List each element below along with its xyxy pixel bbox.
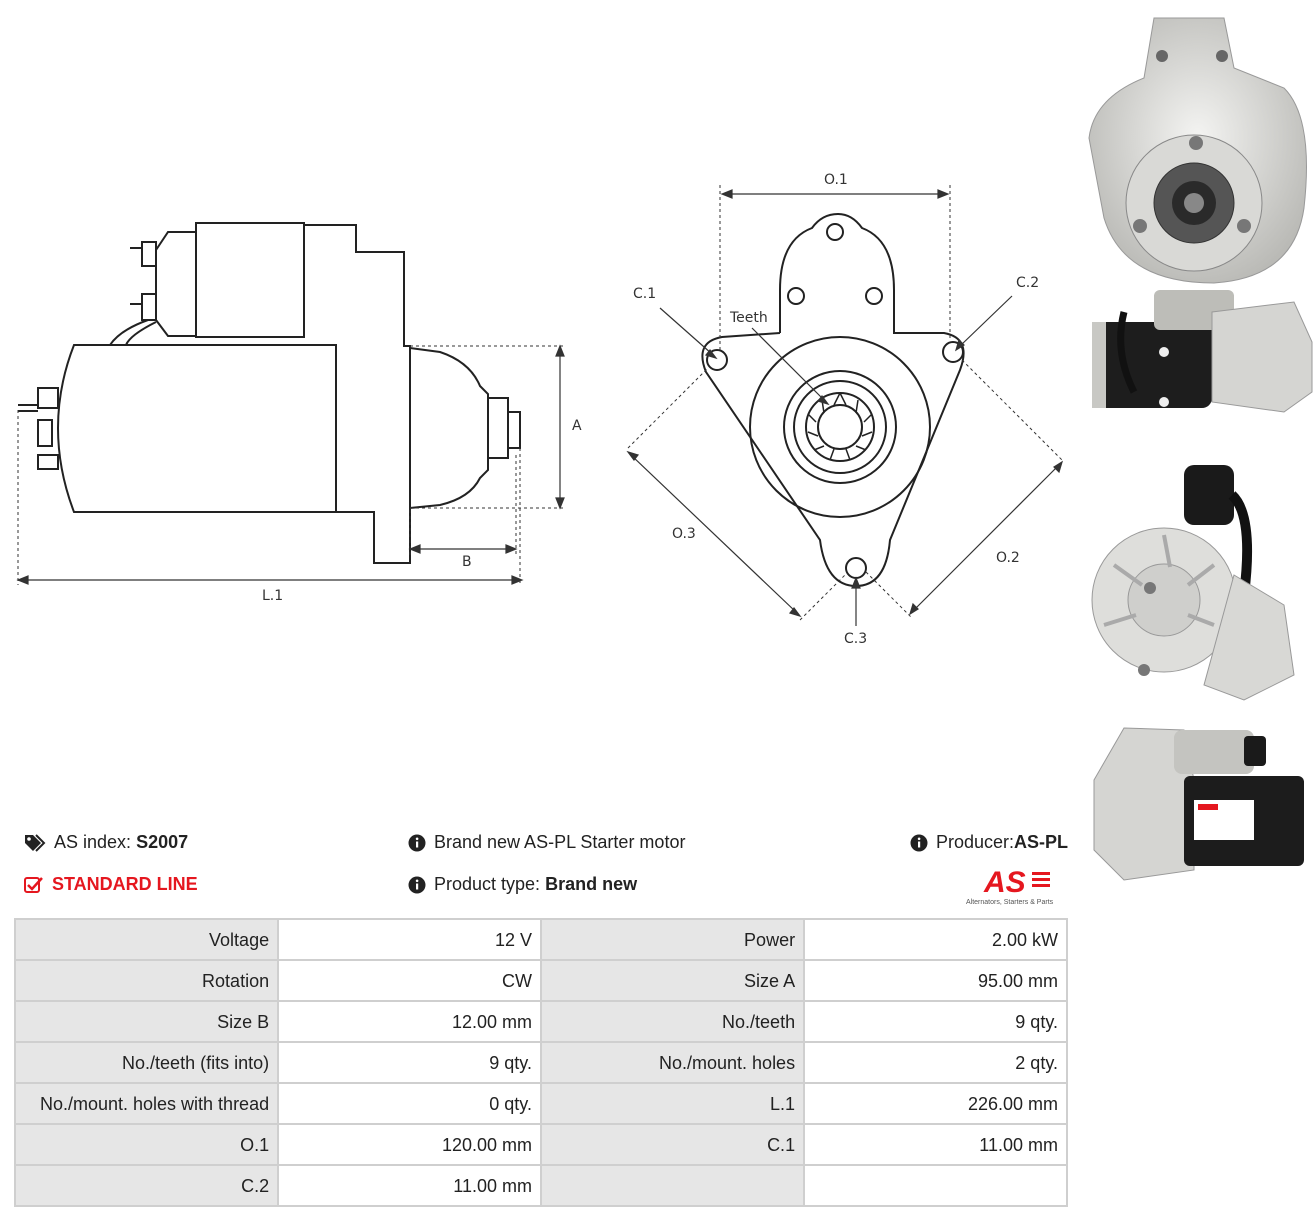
as-index: AS index: S2007: [24, 832, 188, 853]
product-type-value: Brand new: [545, 874, 638, 894]
spec-label: No./teeth: [541, 1002, 804, 1041]
spec-label: No./teeth (fits into): [16, 1043, 278, 1082]
photo-rear-view: [1091, 465, 1295, 701]
spec-label: Size A: [541, 961, 804, 1000]
dim-label-teeth: Teeth: [729, 310, 768, 326]
table-row: Voltage 12 V Power 2.00 kW: [16, 920, 1066, 959]
spec-value: 0 qty.: [279, 1084, 540, 1123]
photo-front-view: [1088, 17, 1307, 284]
svg-text:Alternators, Starters & Parts: Alternators, Starters & Parts: [966, 899, 1054, 906]
table-row: O.1 120.00 mm C.1 11.00 mm: [16, 1125, 1066, 1164]
dim-label-o1: O.1: [824, 172, 848, 188]
table-row: Size B 12.00 mm No./teeth 9 qty.: [16, 1002, 1066, 1041]
dim-label-b: B: [462, 554, 472, 570]
flange-outline: [701, 212, 965, 588]
description-text: Brand new AS-PL Starter motor: [434, 832, 686, 852]
spec-label: C.1: [541, 1125, 804, 1164]
spec-value: CW: [279, 961, 540, 1000]
table-row: No./mount. holes with thread 0 qty. L.1 …: [16, 1084, 1066, 1123]
svg-text:AS: AS: [983, 866, 1026, 899]
mount-hole-c1: [706, 349, 728, 371]
mount-hole-c3: [845, 557, 867, 579]
spec-label: No./mount. holes: [541, 1043, 804, 1082]
spec-table-body: Voltage 12 V Power 2.00 kW Rotation CW S…: [16, 920, 1066, 1205]
table-row: No./teeth (fits into) 9 qty. No./mount. …: [16, 1043, 1066, 1082]
table-row: C.2 11.00 mm: [16, 1166, 1066, 1205]
tags-icon: [24, 833, 46, 852]
product-info: AS index: S2007 STANDARD LINE Brand new …: [24, 830, 1072, 910]
spec-label: Power: [541, 920, 804, 959]
spec-value: 2 qty.: [805, 1043, 1066, 1082]
producer-value: AS-PL: [1014, 832, 1068, 852]
drive-end: [409, 347, 489, 509]
pinion: [487, 397, 509, 459]
spec-value: 11.00 mm: [279, 1166, 540, 1205]
spec-label: No./mount. holes with thread: [16, 1084, 278, 1123]
spec-value: [805, 1166, 1066, 1205]
front-ring-outer: [749, 336, 931, 518]
pinion-teeth: [817, 404, 863, 450]
dim-label-c3: C.3: [844, 631, 867, 647]
dim-label-o2: O.2: [996, 550, 1020, 566]
info-icon: [408, 876, 426, 894]
product-type: Product type: Brand new: [408, 874, 637, 895]
spec-value: 226.00 mm: [805, 1084, 1066, 1123]
spec-value: 11.00 mm: [805, 1125, 1066, 1164]
producer-label: Producer:: [935, 832, 1014, 852]
spec-value: 95.00 mm: [805, 961, 1066, 1000]
spec-table: Voltage 12 V Power 2.00 kW Rotation CW S…: [14, 918, 1068, 1207]
photo-side-view: [1092, 290, 1313, 413]
checkbox-icon: [24, 876, 44, 894]
spec-value: 12 V: [279, 920, 540, 959]
spec-label: L.1: [541, 1084, 804, 1123]
spec-value: 9 qty.: [805, 1002, 1066, 1041]
spec-value: 120.00 mm: [279, 1125, 540, 1164]
dim-label-o3: O.3: [672, 526, 696, 542]
nose-housing: [304, 224, 411, 564]
spec-value: 9 qty.: [279, 1043, 540, 1082]
side-view-drawing: A B L.1: [16, 222, 582, 604]
info-icon: [408, 834, 426, 852]
dim-label-c1: C.1: [633, 286, 656, 302]
standard-line: STANDARD LINE: [24, 874, 198, 895]
solenoid-cap: [155, 231, 196, 337]
as-pl-logo: AS Alternators, Starters & Parts: [966, 866, 1054, 906]
spec-label: [541, 1166, 804, 1205]
mount-hole-c2: [942, 341, 964, 363]
dim-label-l1: L.1: [262, 588, 283, 604]
description: Brand new AS-PL Starter motor: [408, 832, 685, 853]
spec-value: 12.00 mm: [279, 1002, 540, 1041]
as-index-value: S2007: [136, 832, 189, 852]
dim-label-a: A: [572, 418, 582, 434]
standard-line-label: STANDARD LINE: [52, 874, 198, 894]
spec-value: 2.00 kW: [805, 920, 1066, 959]
spec-label: Size B: [16, 1002, 278, 1041]
solenoid-body: [195, 222, 305, 338]
spec-label: Rotation: [16, 961, 278, 1000]
product-photos: [1084, 0, 1316, 900]
table-row: Rotation CW Size A 95.00 mm: [16, 961, 1066, 1000]
photo-label-view: [1093, 727, 1304, 881]
spec-label: C.2: [16, 1166, 278, 1205]
dim-label-c2: C.2: [1016, 275, 1039, 291]
as-index-label: AS index:: [54, 832, 132, 852]
product-type-label: Product type:: [434, 874, 541, 894]
front-view-drawing: O.1 O.3 O.2 C.1 C.2 C.3 Teeth: [626, 172, 1064, 647]
spec-label: Voltage: [16, 920, 278, 959]
motor-body: [56, 344, 337, 513]
info-icon: [910, 834, 928, 852]
spec-label: O.1: [16, 1125, 278, 1164]
producer: Producer: AS-PL: [910, 832, 1068, 853]
